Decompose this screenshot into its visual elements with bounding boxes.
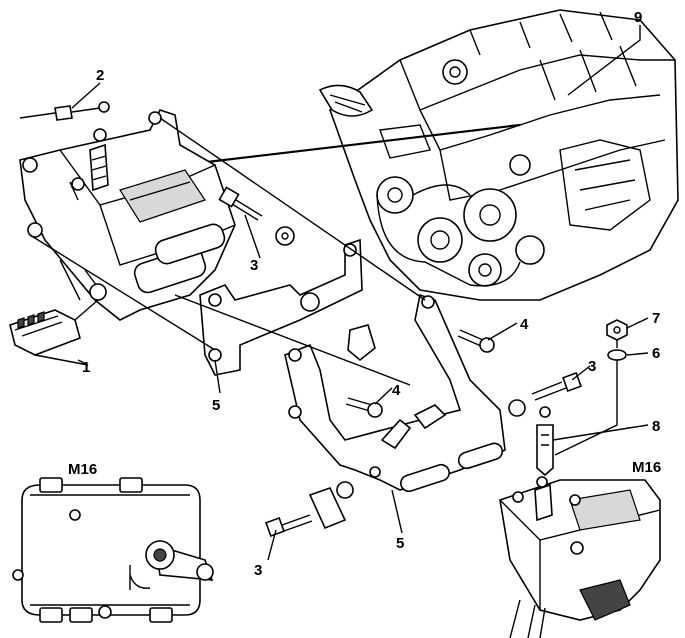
alignment-line	[29, 234, 216, 351]
callout-3: 3	[254, 562, 262, 579]
bolt	[265, 514, 313, 537]
mounting-bracket-lower	[284, 293, 506, 493]
module-label-right: M16	[632, 459, 661, 476]
callout-6: 6	[652, 345, 660, 362]
bolt-4	[345, 397, 383, 418]
rubber-mount	[347, 324, 376, 362]
alignment-line	[174, 294, 411, 386]
callout-4: 4	[520, 316, 529, 333]
callout-9: 9	[634, 9, 642, 26]
washer	[607, 349, 627, 361]
callout-5: 5	[396, 535, 404, 552]
ball-socket-linkage	[536, 406, 554, 477]
callout-3: 3	[250, 257, 258, 274]
engine-illustration	[318, 9, 679, 301]
callout-7: 7	[652, 310, 660, 327]
spacer-sleeve	[380, 418, 412, 450]
callout-leaders	[34, 25, 649, 561]
engine-location-leader	[206, 123, 521, 164]
module-label-left: M16	[68, 461, 97, 478]
mounting-bracket-upper	[199, 238, 363, 376]
washer	[508, 399, 526, 417]
bowden-cable	[19, 101, 110, 121]
bolt	[218, 186, 263, 221]
bolt-4	[457, 329, 495, 353]
m16-actuator-perspective-view	[499, 476, 661, 638]
connector-plug	[9, 299, 99, 356]
callout-5: 5	[212, 397, 220, 414]
washer	[336, 481, 354, 499]
callout-4: 4	[392, 382, 401, 399]
small-bracket	[308, 487, 347, 530]
washer	[275, 226, 295, 246]
bolt	[531, 372, 582, 401]
callout-2: 2	[96, 67, 104, 84]
spacer-sleeve-2	[413, 404, 447, 430]
nut	[606, 319, 628, 341]
alignment-line	[159, 117, 426, 301]
callout-3: 3	[588, 358, 596, 375]
callout-1: 1	[82, 359, 90, 376]
throttle-actuator-assembly	[19, 109, 236, 321]
m16-actuator-front-view	[12, 477, 214, 623]
callout-8: 8	[652, 418, 660, 435]
